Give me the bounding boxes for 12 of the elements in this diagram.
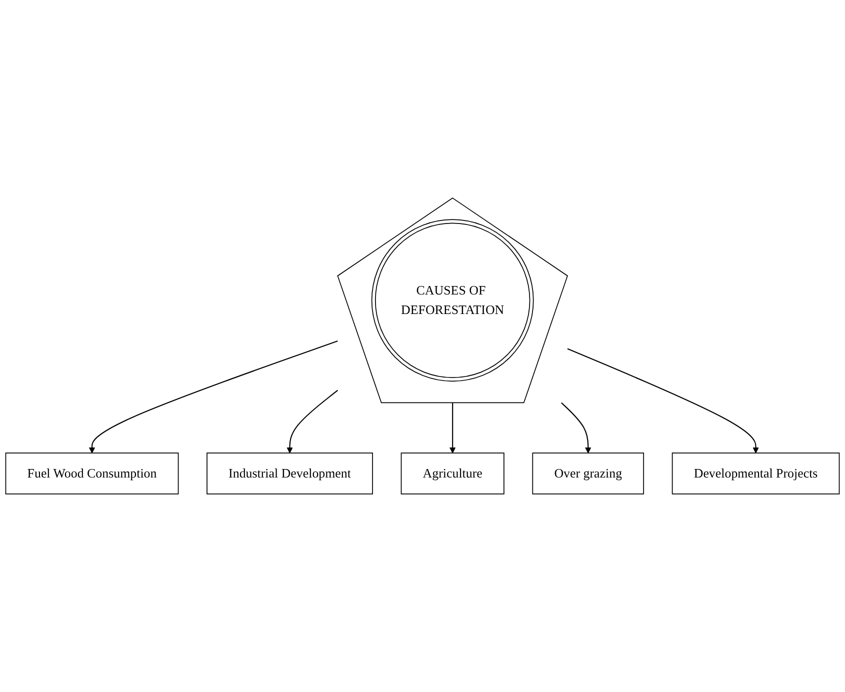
node-box: Agriculture bbox=[400, 452, 504, 494]
node-box: Over grazing bbox=[532, 452, 644, 494]
node-circle: CAUSES OF DEFORESTATION bbox=[371, 219, 534, 382]
arrow bbox=[567, 348, 759, 454]
arrow bbox=[286, 390, 338, 454]
node-box: Industrial Development bbox=[206, 452, 373, 494]
arrow bbox=[561, 402, 592, 454]
arrow bbox=[88, 340, 338, 454]
cluster bbox=[337, 198, 568, 404]
arrow bbox=[449, 402, 456, 454]
node-box: Fuel Wood Consumption bbox=[5, 452, 179, 494]
node-box: Developmental Projects bbox=[672, 452, 840, 494]
